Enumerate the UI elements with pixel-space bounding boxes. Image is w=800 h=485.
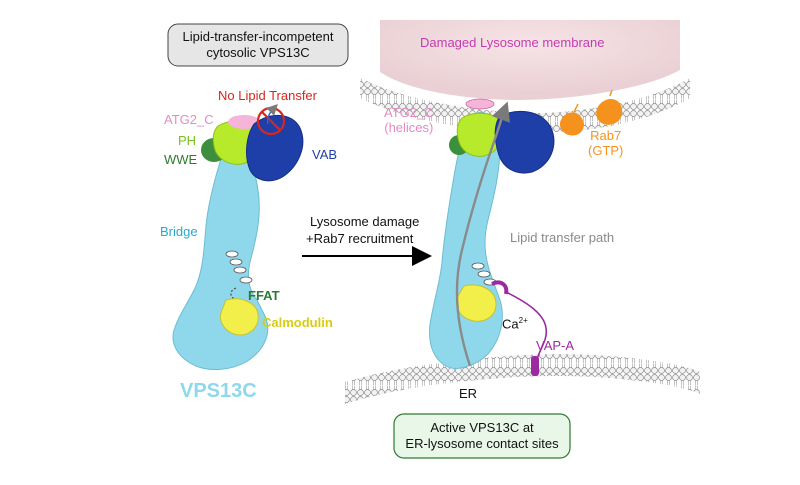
lysosome-body (380, 20, 680, 100)
calcium-charge: 2+ (518, 316, 528, 325)
lipid-transfer-path (455, 101, 510, 367)
no-lipid-transfer-label: No Lipid Transfer (218, 88, 317, 103)
left-atg2c-domain (228, 115, 260, 129)
right-calmodulin (456, 284, 497, 322)
left-linker-helix (225, 250, 253, 284)
left-state-box-label: Lipid-transfer-incompetent cytosolic VPS… (168, 29, 348, 61)
right-state-box (393, 413, 571, 459)
er-membrane (345, 354, 700, 404)
vapa-anchor (531, 356, 539, 376)
transition-line1: Lysosome damage (310, 214, 420, 229)
atg2c-label-left: ATG2_C (164, 112, 214, 127)
right-vab-domain (494, 110, 555, 174)
rab7-label: Rab7 (GTP) (588, 128, 623, 158)
transition-line2: +Rab7 recruitment (306, 231, 414, 246)
right-state-box-label: Active VPS13C at ER-lysosome contact sit… (394, 420, 570, 452)
rab7-protein-a (559, 112, 584, 136)
right-atg2c-helices (465, 98, 495, 110)
calmodulin-label: Calmodulin (262, 315, 333, 330)
er-label: ER (459, 386, 478, 401)
no-lipid-transfer-icon (256, 104, 286, 136)
rab7-protein-b (596, 99, 623, 125)
left-state-box (167, 23, 349, 67)
lysosome-membrane-label: Damaged Lysosome membrane (420, 35, 605, 50)
vab-label-left: VAB (312, 147, 338, 162)
atg2c-label-right: ATG2_C (helices) (384, 105, 434, 135)
rab7-line2: (GTP) (588, 143, 624, 158)
left-calmodulin (220, 298, 259, 336)
wwe-label-left: WWE (164, 152, 198, 167)
calcium-symbol: Ca (502, 316, 519, 332)
vapa-tether (505, 291, 548, 363)
rab7-anchor-a (573, 103, 579, 113)
calcium-label: Ca2+ (502, 316, 528, 331)
lipid-path-label: Lipid transfer path (510, 230, 615, 245)
atg2c-right-line2: (helices) (384, 120, 434, 135)
atg2c-right-line1: ATG2_C (384, 105, 434, 120)
vapa-label: VAP-A (536, 338, 575, 353)
left-state-line1: Lipid-transfer-incompetent (182, 29, 334, 44)
left-state-line2: cytosolic VPS13C (206, 45, 310, 60)
ffat-label: FFAT (248, 288, 280, 303)
bridge-label: Bridge (160, 224, 198, 239)
ph-label-left: PH (178, 133, 197, 148)
right-state-line2: ER-lysosome contact sites (405, 436, 559, 451)
right-state-line1: Active VPS13C at (430, 420, 534, 435)
protein-name-label: VPS13C (180, 380, 257, 402)
left-vab-domain (246, 115, 304, 182)
rab7-line1: Rab7 (590, 128, 622, 143)
rab7-anchor-b (609, 89, 613, 97)
